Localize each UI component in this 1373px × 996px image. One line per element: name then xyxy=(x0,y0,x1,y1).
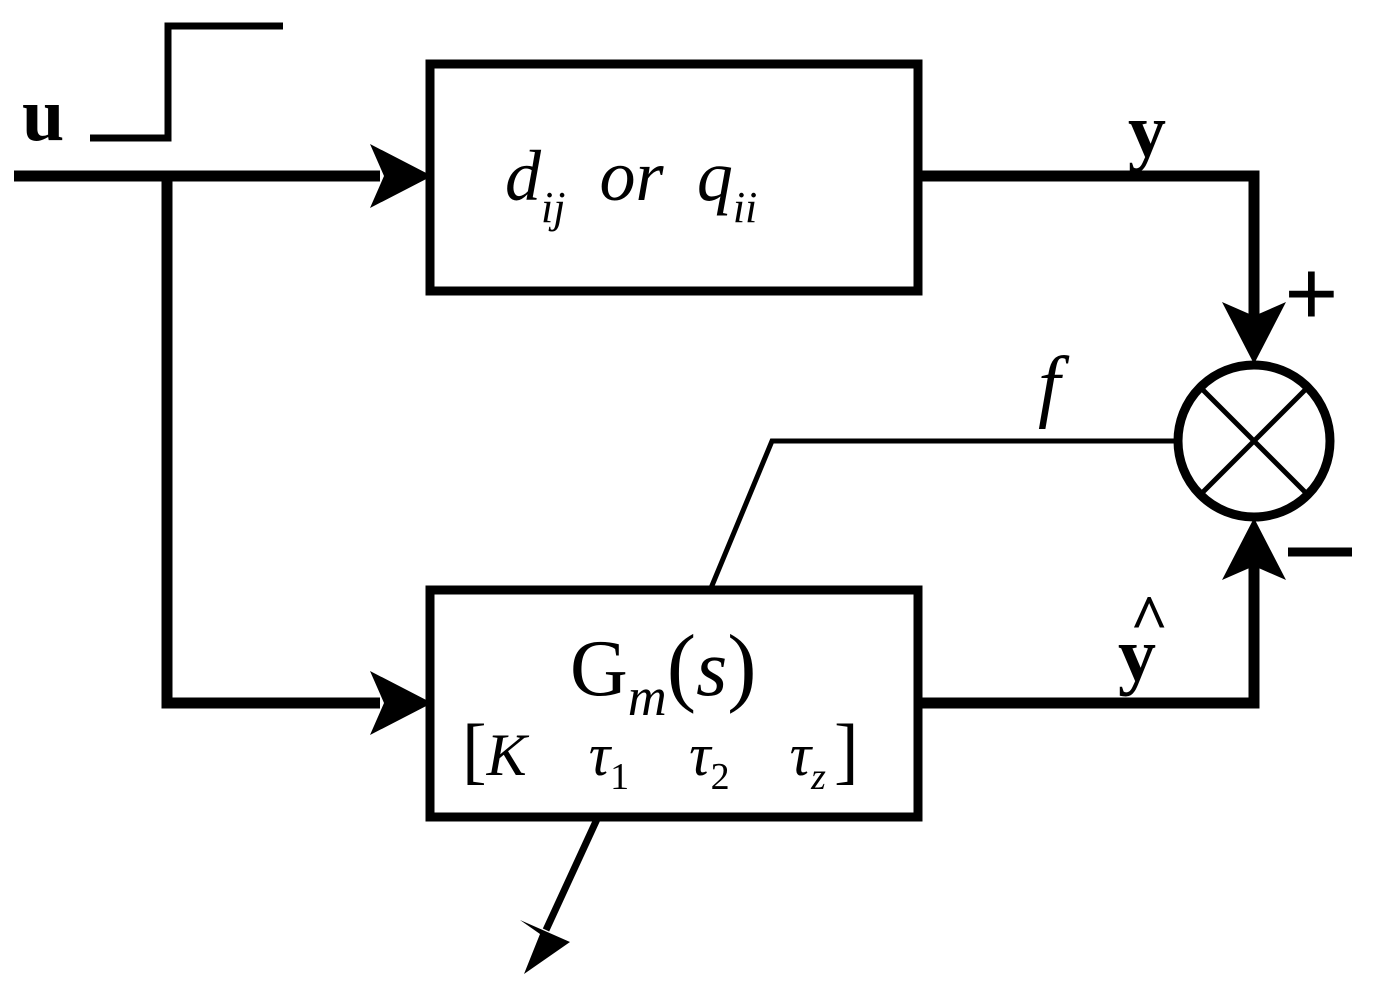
input-label-u: u xyxy=(22,73,64,157)
estimate-label-y: y xyxy=(1118,613,1156,697)
arrow-to-plant-icon xyxy=(370,144,432,208)
arrow-to-sum-plus-icon xyxy=(1222,302,1286,364)
feedback-line xyxy=(708,438,1178,589)
model-transfer-function: Gm(s) xyxy=(570,618,757,727)
output-line xyxy=(918,170,1260,320)
sum-cross-line-b xyxy=(1198,385,1310,497)
plus-sign: + xyxy=(1284,240,1339,347)
step-signal-icon xyxy=(90,22,283,142)
plant-block xyxy=(425,59,923,296)
branch-line xyxy=(161,176,380,709)
estimate-line xyxy=(918,562,1260,709)
output-label-y: y xyxy=(1128,89,1166,173)
arrow-to-sum-minus-icon xyxy=(1222,518,1286,580)
parameter-output-line xyxy=(542,815,602,932)
arrow-to-model-icon xyxy=(370,671,432,735)
estimate-hat-icon: ^ xyxy=(1130,582,1168,655)
parameter-output-arrow-icon xyxy=(520,920,570,974)
feedback-label-f: f xyxy=(1038,342,1070,430)
